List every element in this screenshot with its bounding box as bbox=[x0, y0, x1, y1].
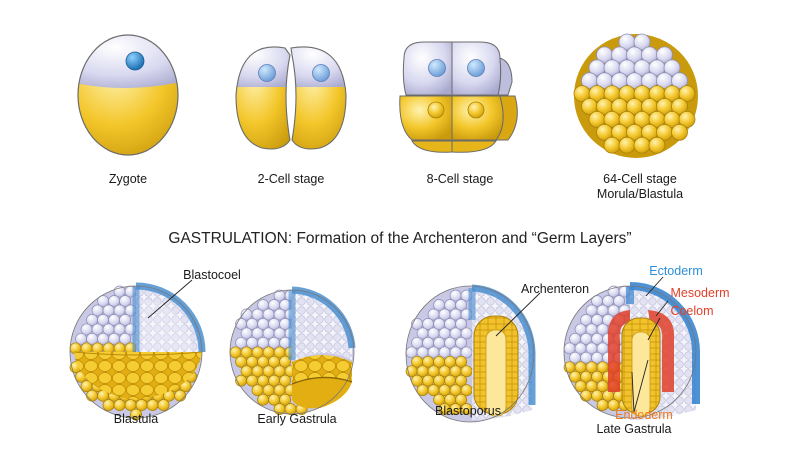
two-cell-label: 2-Cell stage bbox=[257, 172, 325, 186]
zygote-figure bbox=[77, 34, 179, 156]
eight-cell-label: 8-Cell stage bbox=[426, 172, 494, 186]
blastoporus-figure bbox=[405, 284, 536, 423]
sixty-four-cell-figure bbox=[573, 33, 698, 158]
archenteron-label: Archenteron bbox=[520, 282, 590, 296]
blastula-label: Blastula bbox=[113, 412, 159, 426]
morula-blastula-label: Morula/Blastula bbox=[596, 187, 684, 201]
blastoporus-label: Blastoporus bbox=[434, 404, 501, 418]
gastrulation-heading: GASTRULATION: Formation of the Archenter… bbox=[168, 230, 632, 247]
early-gastrula-figure bbox=[229, 286, 356, 416]
late-gastrula-label: Late Gastrula bbox=[596, 422, 672, 436]
two-cell-figure bbox=[235, 46, 347, 150]
endoderm-label: Endoderm bbox=[615, 408, 673, 422]
eight-cell-figure bbox=[399, 41, 518, 153]
sixty-four-cell-label: 64-Cell stage bbox=[603, 172, 677, 186]
coelom-label: Coelom bbox=[670, 304, 714, 318]
mesoderm-label: Mesoderm bbox=[670, 286, 730, 300]
callout-lines bbox=[147, 276, 669, 413]
late-gastrula-figure bbox=[563, 282, 700, 420]
zygote-label: Zygote bbox=[108, 172, 148, 186]
blastocoel-label: Blastocoel bbox=[183, 268, 241, 282]
ectoderm-label: Ectoderm bbox=[649, 264, 703, 278]
blastula-figure bbox=[69, 282, 206, 421]
early-gastrula-label: Early Gastrula bbox=[257, 412, 337, 426]
